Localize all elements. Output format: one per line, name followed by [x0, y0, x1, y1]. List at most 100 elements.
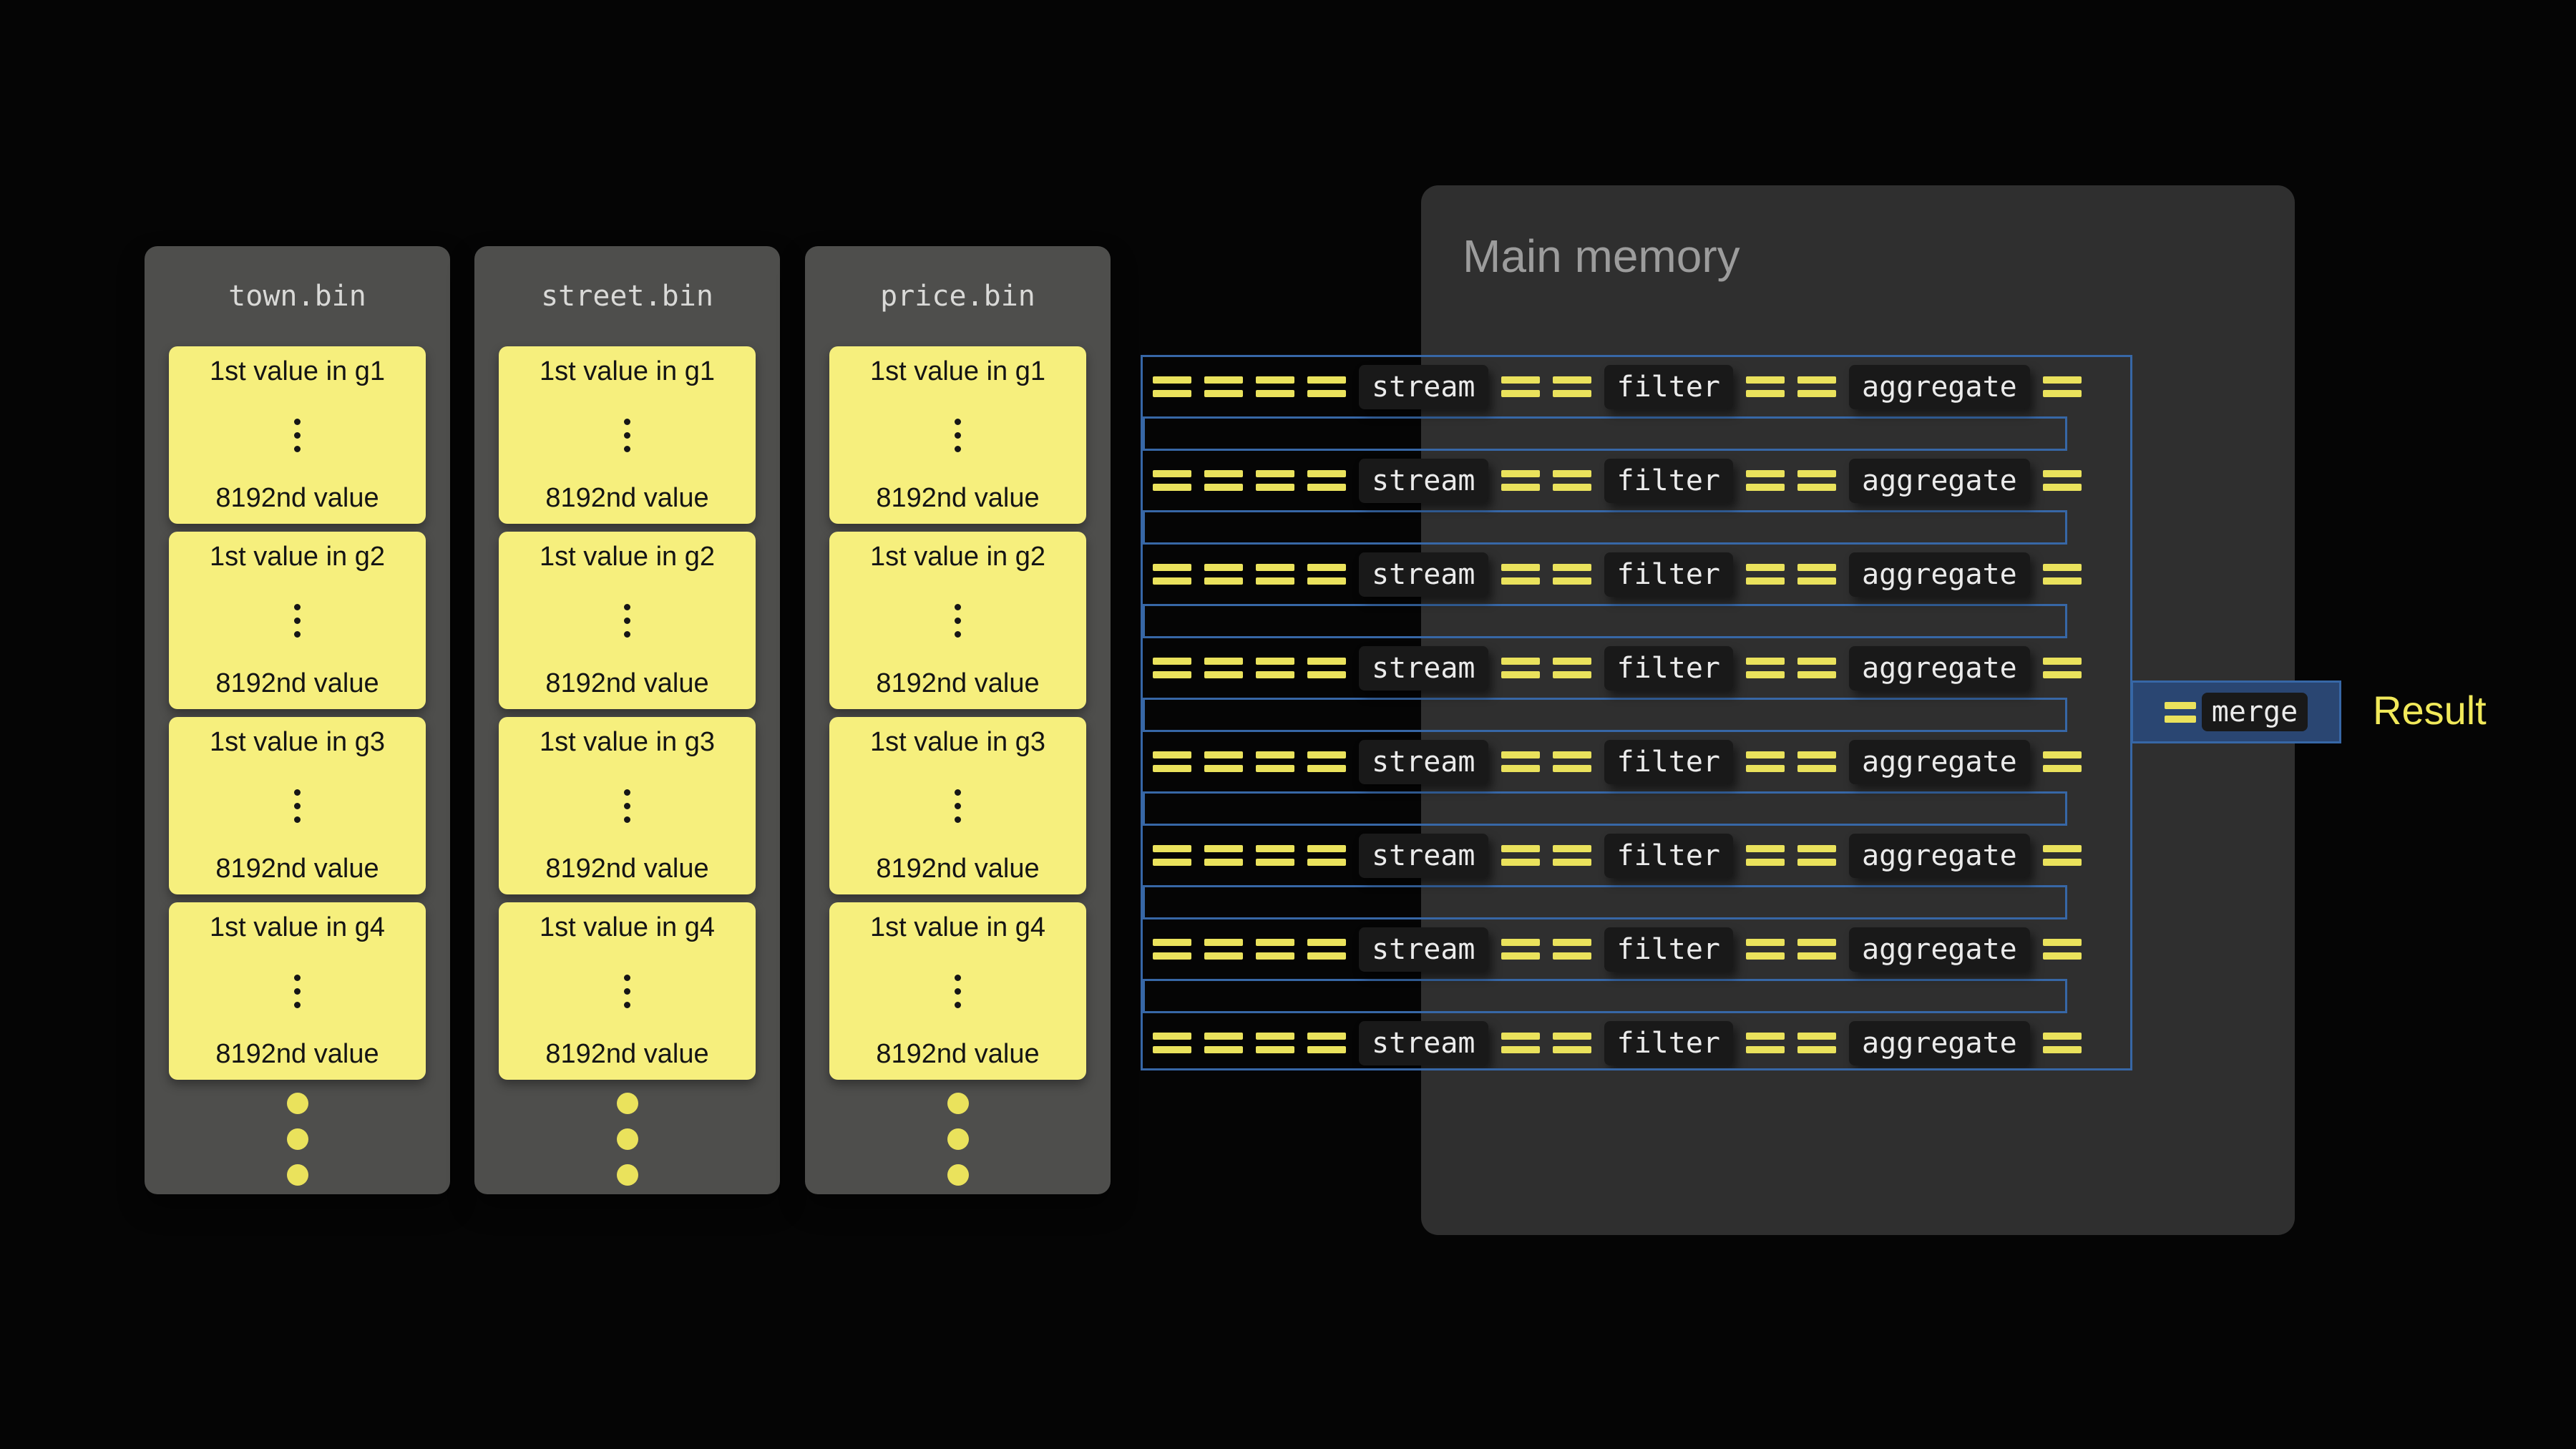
- data-flow-dash-icon: [1153, 658, 1191, 678]
- pipeline-lane: stream filter aggregate: [1143, 1013, 2130, 1070]
- value-group-block: 1st value in g2 8192nd value: [829, 532, 1086, 709]
- pipeline-row: stream filter aggregate: [1143, 451, 2130, 510]
- data-flow-dash-icon: [1256, 564, 1294, 585]
- group-last-value-label: 8192nd value: [545, 854, 708, 884]
- vertical-ellipsis-icon: [294, 604, 301, 638]
- group-first-value-label: 1st value in g4: [210, 912, 385, 943]
- data-flow-dash-icon: [1746, 751, 1785, 772]
- pipeline-buffer-lane: [1143, 510, 2067, 545]
- data-flow-dash-icon: [1501, 939, 1540, 960]
- group-first-value-label: 1st value in g4: [540, 912, 715, 943]
- data-flow-dash-icon: [1553, 1033, 1591, 1053]
- aggregate-stage-chip: aggregate: [1849, 834, 2030, 878]
- file-title: town.bin: [145, 246, 450, 346]
- data-flow-dash-icon: [1204, 1033, 1243, 1053]
- vertical-ellipsis-icon: [624, 419, 630, 452]
- data-flow-dash-icon: [1256, 470, 1294, 491]
- filter-stage-chip: filter: [1604, 740, 1734, 784]
- data-flow-dash-icon: [1153, 845, 1191, 866]
- data-flow-dash-icon: [1746, 376, 1785, 397]
- pipeline-lane: stream filter aggregate: [1143, 919, 2130, 1013]
- merge-stage-chip: merge: [2202, 693, 2308, 731]
- data-flow-dash-icon: [1256, 939, 1294, 960]
- vertical-ellipsis-icon: [955, 419, 961, 452]
- value-group-block: 1st value in g3 8192nd value: [499, 717, 756, 894]
- data-flow-dash-icon: [1256, 751, 1294, 772]
- data-flow-dash-icon: [1256, 845, 1294, 866]
- data-flow-dash-icon: [1746, 845, 1785, 866]
- value-group-block: 1st value in g2 8192nd value: [499, 532, 756, 709]
- value-group-block: 1st value in g4 8192nd value: [499, 902, 756, 1080]
- data-flow-dash-icon: [1746, 470, 1785, 491]
- group-last-value-label: 8192nd value: [215, 668, 379, 699]
- value-group-block: 1st value in g4 8192nd value: [829, 902, 1086, 1080]
- aggregate-stage-chip: aggregate: [1849, 1021, 2030, 1065]
- data-flow-dash-icon: [1746, 658, 1785, 678]
- value-group-block: 1st value in g3 8192nd value: [829, 717, 1086, 894]
- data-flow-dash-icon: [1307, 470, 1346, 491]
- group-last-value-label: 8192nd value: [545, 1039, 708, 1070]
- more-groups-ellipsis-icon: [474, 1093, 780, 1186]
- file-title: street.bin: [474, 246, 780, 346]
- data-flow-dash-icon: [2043, 751, 2082, 772]
- data-flow-dash-icon: [1797, 470, 1836, 491]
- data-flow-dash-icon: [1307, 751, 1346, 772]
- value-group-list: 1st value in g1 8192nd value 1st value i…: [145, 346, 450, 1080]
- aggregate-stage-chip: aggregate: [1849, 552, 2030, 597]
- aggregate-stage-chip: aggregate: [1849, 740, 2030, 784]
- stream-stage-chip: stream: [1359, 365, 1488, 409]
- value-group-list: 1st value in g1 8192nd value 1st value i…: [474, 346, 780, 1080]
- data-flow-dash-icon: [1153, 470, 1191, 491]
- group-last-value-label: 8192nd value: [876, 854, 1039, 884]
- filter-stage-chip: filter: [1604, 646, 1734, 691]
- filter-stage-chip: filter: [1604, 927, 1734, 972]
- data-flow-dash-icon: [1256, 1033, 1294, 1053]
- data-flow-dash-icon: [1797, 939, 1836, 960]
- data-flow-dash-icon: [1204, 376, 1243, 397]
- vertical-ellipsis-icon: [294, 419, 301, 452]
- aggregate-stage-chip: aggregate: [1849, 459, 2030, 503]
- data-flow-dash-icon: [1501, 658, 1540, 678]
- pipeline-row: stream filter aggregate: [1143, 357, 2130, 416]
- vertical-ellipsis-icon: [955, 975, 961, 1008]
- data-flow-dash-icon: [1153, 1033, 1191, 1053]
- stream-stage-chip: stream: [1359, 552, 1488, 597]
- data-flow-dash-icon: [1307, 939, 1346, 960]
- group-first-value-label: 1st value in g4: [870, 912, 1045, 943]
- data-flow-dash-icon: [1307, 845, 1346, 866]
- data-flow-dash-icon: [1501, 376, 1540, 397]
- value-group-block: 1st value in g1 8192nd value: [829, 346, 1086, 524]
- pipeline-buffer-lane: [1143, 979, 2067, 1013]
- data-flow-dash-icon: [1307, 564, 1346, 585]
- data-flow-dash-icon: [1553, 564, 1591, 585]
- data-flow-dash-icon: [1553, 376, 1591, 397]
- data-flow-dash-icon: [1501, 470, 1540, 491]
- pipeline-lane: stream filter aggregate: [1143, 826, 2130, 919]
- data-flow-dash-icon: [1501, 845, 1540, 866]
- data-flow-dash-icon: [1553, 470, 1591, 491]
- vertical-ellipsis-icon: [294, 789, 301, 823]
- data-flow-dash-icon: [2043, 845, 2082, 866]
- data-flow-dash-icon: [1204, 845, 1243, 866]
- stream-stage-chip: stream: [1359, 1021, 1488, 1065]
- stream-stage-chip: stream: [1359, 459, 1488, 503]
- data-flow-dash-icon: [1797, 376, 1836, 397]
- pipeline-row: stream filter aggregate: [1143, 826, 2130, 885]
- pipeline-lane: stream filter aggregate: [1143, 638, 2130, 732]
- value-group-block: 1st value in g1 8192nd value: [499, 346, 756, 524]
- value-group-list: 1st value in g1 8192nd value 1st value i…: [805, 346, 1111, 1080]
- data-flow-dash-icon: [1307, 658, 1346, 678]
- aggregate-stage-chip: aggregate: [1849, 365, 2030, 409]
- stream-stage-chip: stream: [1359, 927, 1488, 972]
- data-flow-dash-icon: [1797, 845, 1836, 866]
- vertical-ellipsis-icon: [624, 789, 630, 823]
- group-first-value-label: 1st value in g1: [210, 356, 385, 387]
- data-flow-dash-icon: [1204, 658, 1243, 678]
- group-first-value-label: 1st value in g2: [870, 542, 1045, 572]
- pipeline-row: stream filter aggregate: [1143, 1013, 2130, 1070]
- data-flow-dash-icon: [1153, 564, 1191, 585]
- result-label: Result: [2373, 687, 2487, 733]
- pipeline-lane: stream filter aggregate: [1143, 357, 2130, 451]
- group-first-value-label: 1st value in g3: [870, 727, 1045, 758]
- pipeline-lane: stream filter aggregate: [1143, 732, 2130, 826]
